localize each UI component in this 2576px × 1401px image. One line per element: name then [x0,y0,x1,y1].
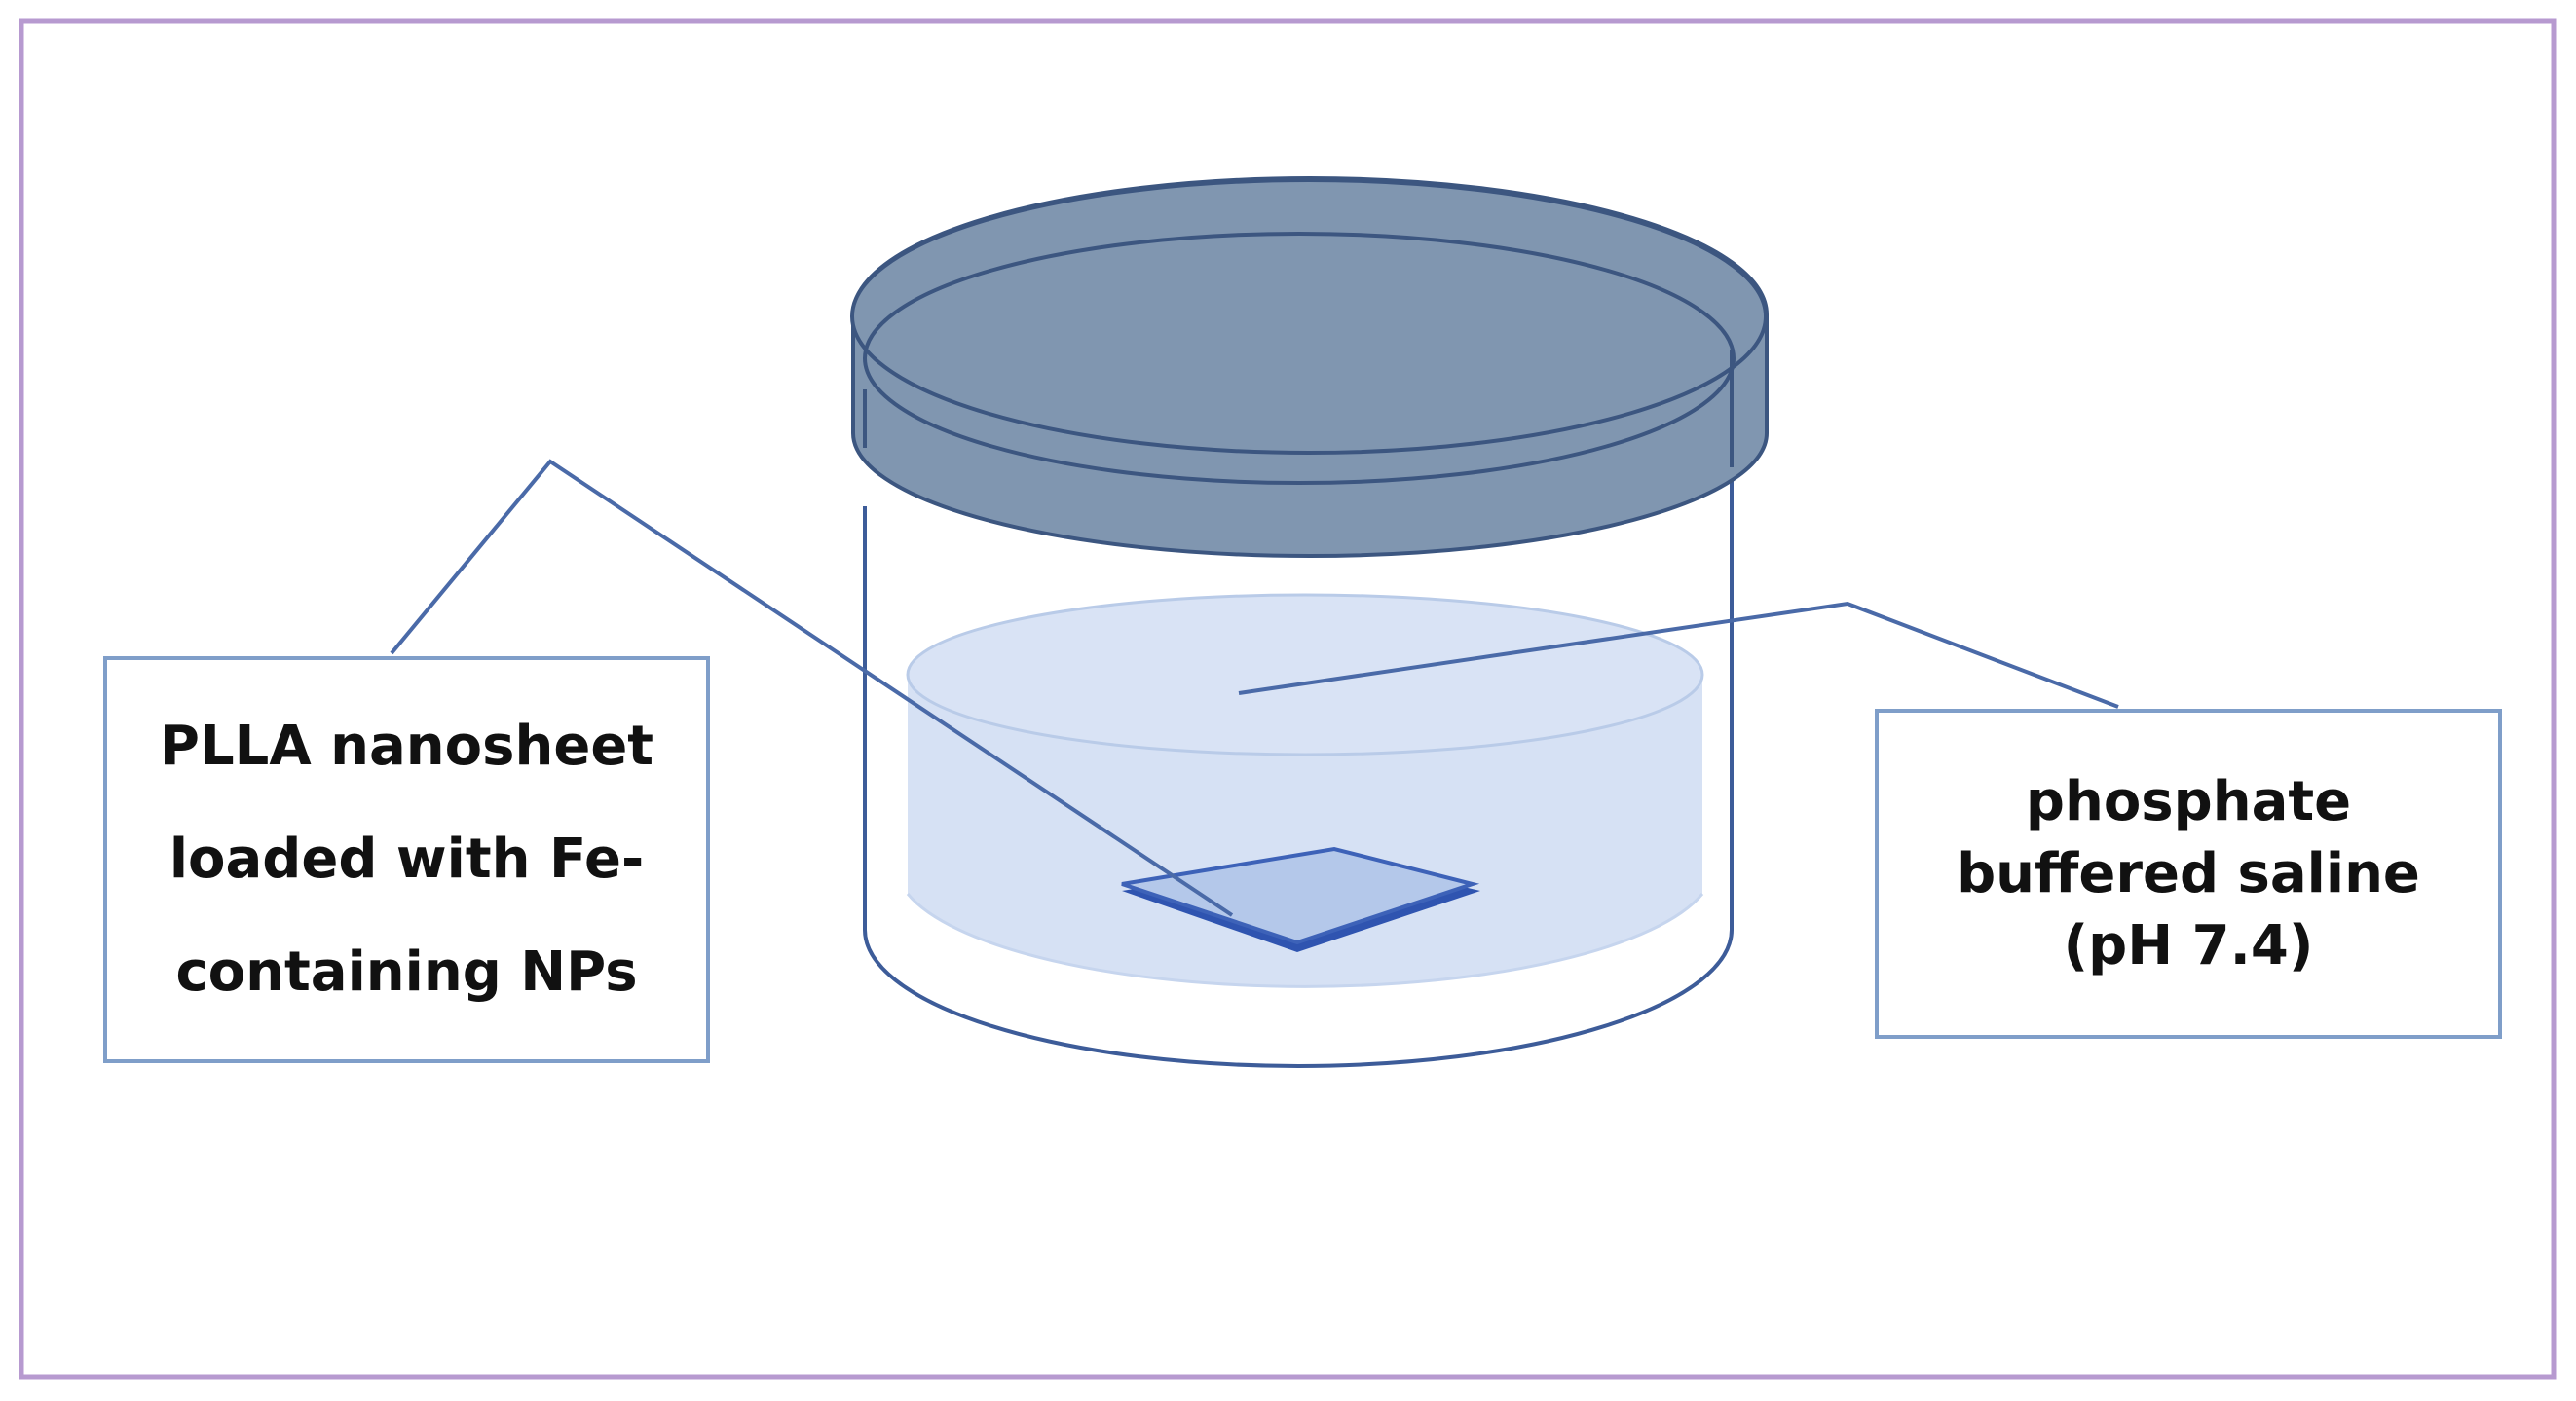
solution-callout-line [1238,601,2119,709]
jar-lid [850,176,1769,559]
jar-body [863,428,1734,1068]
nanosheet-label-line-3: containing NPs [175,940,638,1004]
solution-label-line-1: phosphate [2025,769,2352,833]
liquid-surface [906,593,1704,756]
nanosheet-label-box: PLLA nanosheet loaded with Fe- containin… [103,656,710,1063]
solution-label-line-3: (pH 7.4) [2063,913,2314,977]
nanosheet-callout-line [390,459,1234,917]
figure-frame [19,18,2557,1380]
buffer-solution [906,593,1704,988]
solution-label-box: phosphate buffered saline (pH 7.4) [1875,709,2502,1039]
jar-bottom-edge [863,929,1734,1068]
nanosheet-label-line-2: loaded with Fe- [168,828,645,891]
nanosheet [1121,846,1480,952]
nanosheet-label-line-1: PLLA nanosheet [159,715,654,778]
lid-top [850,178,1768,455]
solution-label-line-2: buffered saline [1957,841,2420,905]
